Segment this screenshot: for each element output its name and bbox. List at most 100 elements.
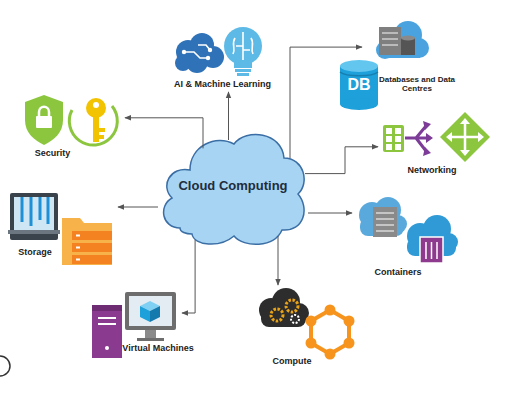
category-item: Networking	[378, 108, 495, 176]
grid-cell	[386, 128, 392, 134]
gear	[271, 309, 283, 321]
monitor-base	[137, 338, 164, 341]
category-label: Containers	[352, 267, 444, 277]
brain-icon	[175, 33, 224, 73]
container-clouds-icon	[359, 197, 458, 263]
database-cylinder	[340, 60, 378, 110]
monitor-screen	[129, 296, 172, 326]
category-item: Compute	[255, 285, 358, 368]
storage-icon	[8, 193, 112, 265]
category-label: AI & Machine Learning	[160, 79, 285, 89]
category-item: Virtual Machines	[88, 288, 182, 358]
shield	[25, 95, 63, 145]
bulb-neck	[234, 60, 252, 68]
grid-cell	[386, 144, 392, 150]
bulb-base	[237, 73, 249, 76]
split-arrowheads	[423, 121, 433, 156]
tower-top	[92, 305, 122, 311]
cylinder-band	[340, 72, 378, 76]
container-ribs	[426, 242, 437, 259]
category-label: Databases and Data Centres	[376, 75, 458, 93]
bulb-glass	[224, 27, 262, 65]
cloud-body	[261, 310, 306, 327]
category-item: Security	[20, 92, 125, 160]
server-slots	[382, 33, 398, 45]
category-item: Containers	[352, 192, 458, 280]
compute-icon	[259, 288, 355, 360]
server-box	[379, 27, 401, 55]
switch-grid	[383, 125, 404, 152]
category-label: Virtual Machines	[113, 343, 203, 353]
container-box	[420, 237, 443, 263]
key-hole	[93, 102, 99, 108]
key-tooth	[99, 128, 105, 132]
security-icon	[25, 95, 117, 145]
server-drum-top	[401, 36, 415, 41]
server-box	[373, 207, 397, 237]
connector-arrow	[228, 92, 229, 140]
tray-window	[14, 197, 54, 230]
server-slots	[376, 213, 394, 231]
bulb-base	[235, 69, 251, 72]
monitor-frame	[125, 292, 176, 330]
tower-slots	[98, 318, 116, 324]
grid-cell	[386, 136, 392, 142]
cloud-title: Cloud Computing	[158, 179, 308, 194]
cylinder-bottom	[340, 98, 378, 110]
grid-cell	[395, 144, 401, 150]
category-item: Storage	[8, 190, 118, 262]
category-item: Databases and Data Centres	[362, 18, 460, 112]
power-dot	[105, 346, 109, 350]
hex-network	[311, 310, 349, 354]
monitor-stand	[145, 330, 156, 338]
connector-arrow	[305, 147, 378, 174]
connector-arrow	[290, 47, 362, 158]
lock-shackle	[39, 107, 49, 117]
circuit-dot	[182, 50, 186, 54]
lightbulb-icon	[224, 27, 262, 76]
circuit-line	[184, 45, 210, 58]
folder	[62, 218, 112, 265]
connector-arrow	[125, 118, 203, 149]
hex-node	[325, 305, 336, 316]
tray-bars	[22, 197, 48, 226]
category-label: Networking	[378, 165, 486, 175]
hex-node	[344, 316, 355, 327]
category-label: Storage	[8, 247, 62, 257]
server-tower	[92, 305, 122, 358]
key-shaft	[93, 114, 99, 142]
router-diamond	[440, 112, 490, 162]
connector-arrow	[118, 207, 158, 208]
server-drum	[401, 38, 415, 55]
icon-text: DB	[340, 77, 378, 93]
central-cloud: Cloud Computing	[158, 128, 308, 248]
circuit-dot	[208, 48, 212, 52]
hex-node	[325, 349, 336, 360]
brain-lobe	[175, 55, 191, 71]
router-cross	[448, 120, 482, 154]
grid-cell	[395, 136, 401, 142]
key-tooth	[99, 135, 104, 139]
hex-node	[344, 338, 355, 349]
edge-fragment	[0, 356, 10, 376]
category-label: Security	[20, 148, 85, 158]
cylinder-top	[340, 60, 378, 72]
connector-arrow	[182, 240, 195, 313]
datacentre-cloud-icon	[376, 21, 429, 59]
network-switch-icon	[383, 112, 490, 162]
connector-arrow	[308, 213, 352, 214]
gear	[291, 315, 299, 323]
gear	[286, 300, 298, 312]
hex-node	[306, 338, 317, 349]
bulb-brain-lines	[233, 32, 253, 60]
hex-node	[306, 316, 317, 327]
lock-body	[36, 116, 52, 128]
connector-arrow	[278, 236, 279, 285]
router-arrowheads	[446, 118, 484, 156]
grid-cell	[395, 128, 401, 134]
category-item: AI & Machine Learning	[170, 22, 275, 92]
circuit-dot	[206, 56, 210, 60]
cube-left	[140, 306, 150, 322]
category-label: Compute	[255, 356, 329, 366]
